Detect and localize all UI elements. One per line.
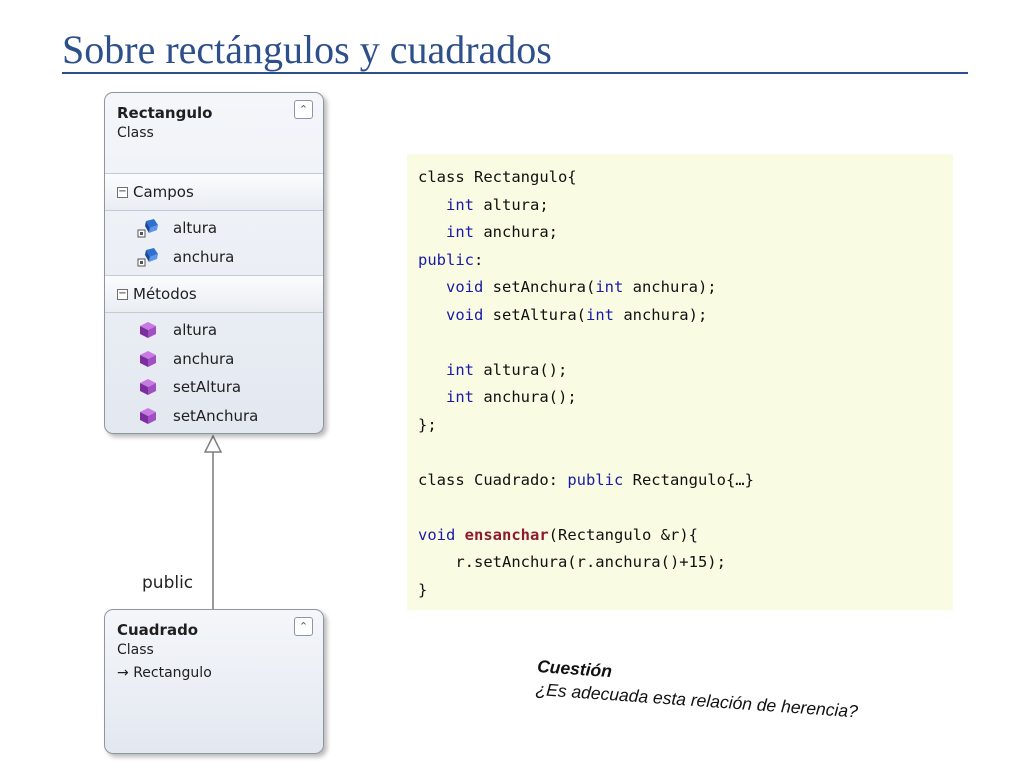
fields-list: altura anchura [105,211,323,275]
code-text: class Rectangulo{ [418,168,577,186]
method-item[interactable]: altura [137,316,323,345]
code-line: int anchura(); [418,384,942,412]
relationship-label: public [142,573,194,593]
section-title: Campos [133,183,194,201]
code-text: anchura; [474,223,558,241]
double-chevron-up-icon[interactable]: ⌃ [294,617,313,636]
class-stereotype: Class [117,642,154,658]
base-class-name: Rectangulo [133,665,212,681]
method-icon [137,320,159,340]
section-header-metodos[interactable]: − Métodos [105,275,323,313]
field-name: altura [173,219,218,238]
base-class: → Rectangulo [117,661,311,685]
code-keyword: int [446,223,474,241]
method-icon [137,406,159,426]
class-stereotype: Class [117,125,154,141]
code-text [418,388,446,406]
code-text [418,306,446,324]
code-panel: class Rectangulo{ int altura; int anchur… [407,154,953,610]
code-text: anchura(); [474,388,577,406]
code-text [455,526,464,544]
code-keyword: int [446,388,474,406]
code-line [418,439,942,467]
code-line: r.setAnchura(r.anchura()+15); [418,549,942,577]
code-line: int anchura; [418,219,942,247]
code-line [418,494,942,522]
code-keyword: void [418,525,456,544]
method-name: anchura [173,349,235,368]
code-line: void ensanchar(Rectangulo &r){ [418,522,942,550]
field-name: anchura [173,247,235,266]
code-text [418,196,446,214]
code-text: anchura); [623,278,717,296]
code-text: }; [418,415,437,434]
code-keyword: int [585,305,614,324]
code-text [418,361,446,379]
code-line: public: [418,247,942,275]
method-name: setAnchura [173,406,259,425]
code-text [418,278,446,296]
code-line: void setAnchura(int anchura); [418,274,942,302]
code-keyword: int [446,360,474,379]
class-name: Cuadrado [117,621,199,639]
code-text: anchura); [613,305,708,324]
class-name: Rectangulo [117,104,213,122]
code-keyword: public [418,250,474,269]
code-text: setAltura( [483,305,586,324]
code-function-name: ensanchar [464,525,549,544]
code-text: } [418,580,428,599]
collapse-minus-icon[interactable]: − [117,287,128,300]
code-text [418,223,446,241]
code-keyword: void [446,278,484,296]
class-box-rectangulo[interactable]: Rectangulo Class ⌃ − Campos altura [104,92,324,434]
field-icon [137,218,159,238]
double-chevron-up-icon[interactable]: ⌃ [294,100,313,119]
code-text: altura(); [474,360,568,379]
method-item[interactable]: anchura [137,345,323,374]
code-keyword: void [446,305,484,324]
section-title: Métodos [133,285,197,303]
slide-title: Sobre rectángulos y cuadrados [62,27,552,72]
code-text: altura; [474,195,549,214]
code-line: void setAltura(int anchura); [418,302,942,330]
collapse-minus-icon[interactable]: − [117,185,128,198]
code-line: } [418,577,942,605]
code-block: class Rectangulo{ int altura; int anchur… [418,164,942,604]
inheritance-arrow-icon: → [117,665,129,681]
code-line: }; [418,412,942,440]
code-text: (Rectangulo &r){ [548,525,698,544]
code-text: setAnchura( [483,278,596,296]
field-item[interactable]: anchura [137,243,323,272]
code-line: int altura; [418,192,942,220]
code-line [418,329,942,357]
code-line: class Cuadrado: public Rectangulo{…} [418,467,942,495]
code-keyword: public [567,470,624,489]
code-line: class Rectangulo{ [418,164,942,192]
method-icon [137,349,159,369]
title-underline [62,72,968,74]
inheritance-arrowhead [203,434,223,453]
methods-list: altura anchura setAltura [105,313,323,433]
field-icon [137,247,159,267]
class-header: Cuadrado Class → Rectangulo ⌃ [105,610,323,691]
method-item[interactable]: setAnchura [137,402,323,431]
field-item[interactable]: altura [137,214,323,243]
method-icon [137,377,159,397]
class-box-cuadrado[interactable]: Cuadrado Class → Rectangulo ⌃ [104,609,324,754]
code-line: int altura(); [418,357,942,385]
method-name: altura [173,321,218,340]
code-text: : [474,250,484,269]
code-text: Rectangulo{…} [623,470,754,489]
class-header: Rectangulo Class ⌃ [105,93,323,173]
section-header-campos[interactable]: − Campos [105,173,323,211]
method-item[interactable]: setAltura [137,373,323,402]
code-keyword: int [446,195,474,214]
method-name: setAltura [173,378,242,397]
code-text: r.setAnchura(r.anchura()+15); [418,553,726,571]
code-keyword: int [595,278,624,296]
code-text: class Cuadrado: [418,470,568,489]
